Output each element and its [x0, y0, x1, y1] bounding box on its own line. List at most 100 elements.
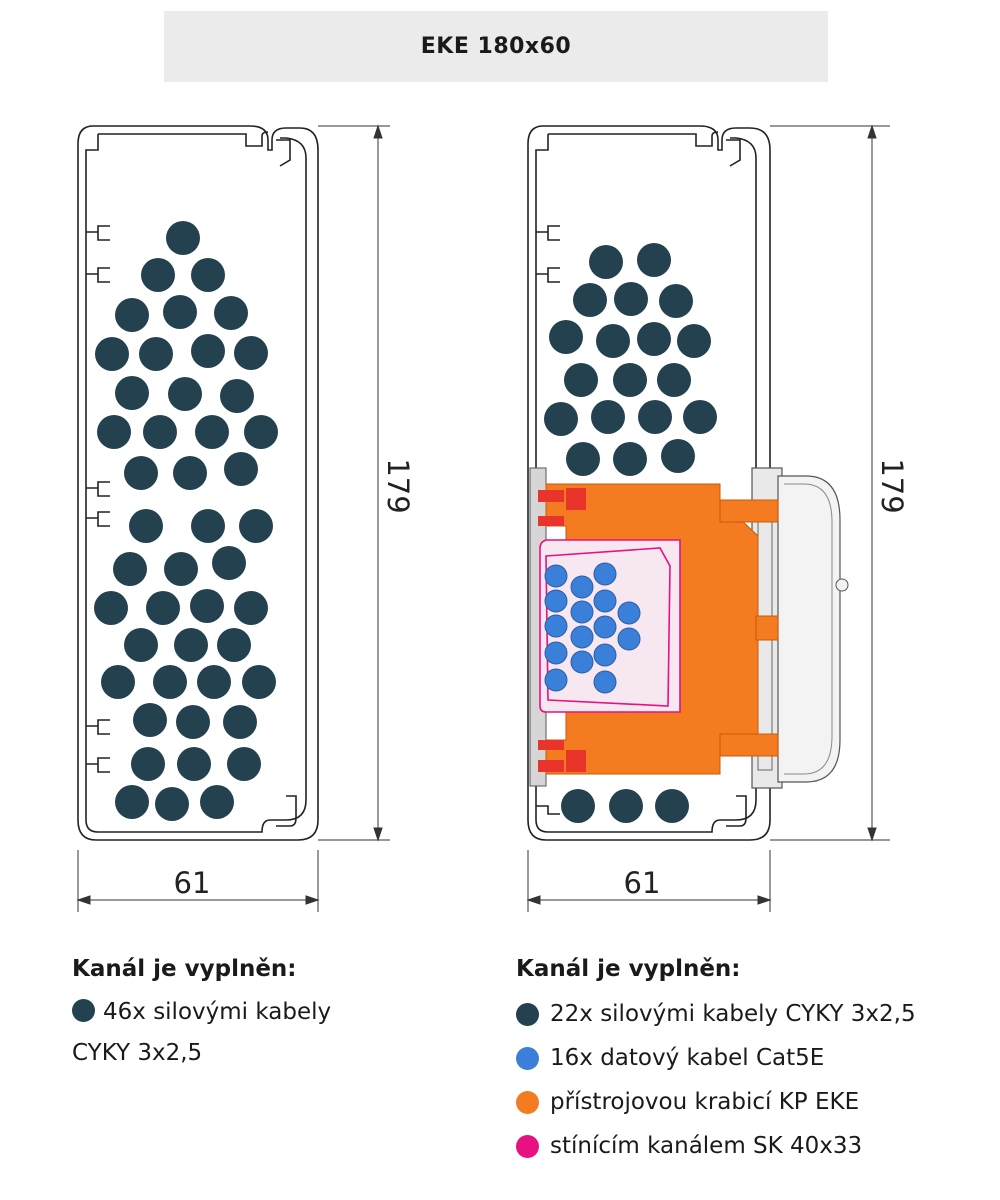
power-cable [155, 787, 189, 821]
power-cable [200, 785, 234, 819]
data-cable [544, 614, 568, 638]
power-cable [244, 415, 278, 449]
power-cable [561, 789, 595, 823]
power-cable [190, 589, 224, 623]
power-cable [115, 298, 149, 332]
page-title: EKE 180x60 [420, 34, 572, 59]
power-cable [655, 789, 689, 823]
data-cable [617, 601, 641, 625]
power-cable [223, 705, 257, 739]
header-banner: EKE 180x60 [164, 11, 828, 82]
power-cable [214, 296, 248, 330]
power-cable [591, 400, 625, 434]
power-cable [242, 665, 276, 699]
legend-right-heading: Kanál je vyplněn: [516, 956, 741, 982]
legend-right-item: přístrojovou krabicí KP EKE [516, 1080, 986, 1124]
power-cable [176, 705, 210, 739]
power-cable [191, 509, 225, 543]
data-cable [544, 589, 568, 613]
legend-right: Kanál je vyplněn: 22x silovými kabely CY… [516, 956, 986, 1168]
legend-right-item: stínícím kanálem SK 40x33 [516, 1124, 986, 1168]
data-cable [544, 668, 568, 692]
data-cable [593, 589, 617, 613]
power-cable [115, 376, 149, 410]
power-cable [549, 320, 583, 354]
power-cable [143, 415, 177, 449]
power-cable [596, 324, 630, 358]
power-cable [659, 284, 693, 318]
power-cable [113, 552, 147, 586]
power-cable [153, 665, 187, 699]
left-dimension-lines [76, 124, 390, 912]
left-height-label: 179 [381, 458, 415, 513]
power-cable [564, 363, 598, 397]
power-cable [220, 379, 254, 413]
power-cable [195, 415, 229, 449]
legend-right-item-text: stínícím kanálem SK 40x33 [550, 1133, 863, 1159]
power-cable [683, 400, 717, 434]
data-cables-cat5e [544, 562, 641, 694]
power-cable [141, 258, 175, 292]
power-cable [131, 747, 165, 781]
data-cable [544, 564, 568, 588]
data-cable [593, 615, 617, 639]
power-cable [677, 324, 711, 358]
power-cable [573, 283, 607, 317]
power-cable [224, 452, 258, 486]
power-cable [613, 363, 647, 397]
power-cable [124, 456, 158, 490]
power-cable [609, 789, 643, 823]
data-cable [544, 641, 568, 665]
legend-right-item: 22x silovými kabely CYKY 3x2,5 [516, 992, 986, 1036]
power-cable [661, 439, 695, 473]
data-cable [593, 562, 617, 586]
power-cable [163, 295, 197, 329]
power-cable [164, 552, 198, 586]
power-cable [133, 703, 167, 737]
power-cable [177, 747, 211, 781]
legend-right-item-text: přístrojovou krabicí KP EKE [550, 1089, 860, 1115]
power-cable [589, 245, 623, 279]
power-cable [168, 377, 202, 411]
legend-left-heading: Kanál je vyplněn: [72, 956, 297, 982]
left-width-label: 61 [174, 866, 211, 900]
power-cable [613, 442, 647, 476]
power-cable [173, 456, 207, 490]
legend-right-item: 16x datový kabel Cat5E [516, 1036, 986, 1080]
right-width-label: 61 [624, 866, 661, 900]
power-cable-dot-icon [516, 1002, 539, 1026]
power-cable [657, 363, 691, 397]
power-cable [129, 509, 163, 543]
data-cable [570, 650, 594, 674]
data-cable [617, 627, 641, 651]
right-duct-profile [527, 125, 771, 841]
power-cable [217, 628, 251, 662]
power-cable [97, 415, 131, 449]
right-dimension-lines [526, 124, 890, 912]
power-cable [212, 546, 246, 580]
left-duct-profile [77, 125, 319, 841]
power-cable [637, 243, 671, 277]
legend-left-item: 46x silovými kabely CYKY 3x2,5 [72, 992, 392, 1074]
legend-left: Kanál je vyplněn: 46x silovými kabely CY… [72, 956, 392, 1074]
device-box-dot-icon [516, 1090, 539, 1114]
power-cable [614, 282, 648, 316]
data-cable [570, 625, 594, 649]
power-cable [227, 747, 261, 781]
power-cable [638, 400, 672, 434]
power-cable [234, 591, 268, 625]
power-cable [174, 628, 208, 662]
power-cable [191, 258, 225, 292]
power-cable [234, 336, 268, 370]
power-cable [544, 402, 578, 436]
left-power-cables [94, 221, 278, 821]
legend-right-item-text: 22x silovými kabely CYKY 3x2,5 [550, 1001, 916, 1027]
right-power-cables [544, 243, 717, 823]
data-cable [593, 670, 617, 694]
cross-section-drawing: 179 61 179 61 [76, 124, 909, 912]
power-cable [191, 334, 225, 368]
power-cable [94, 591, 128, 625]
data-cable-dot-icon [516, 1046, 539, 1070]
power-cable-dot-icon [72, 999, 95, 1022]
data-cable [570, 600, 594, 624]
